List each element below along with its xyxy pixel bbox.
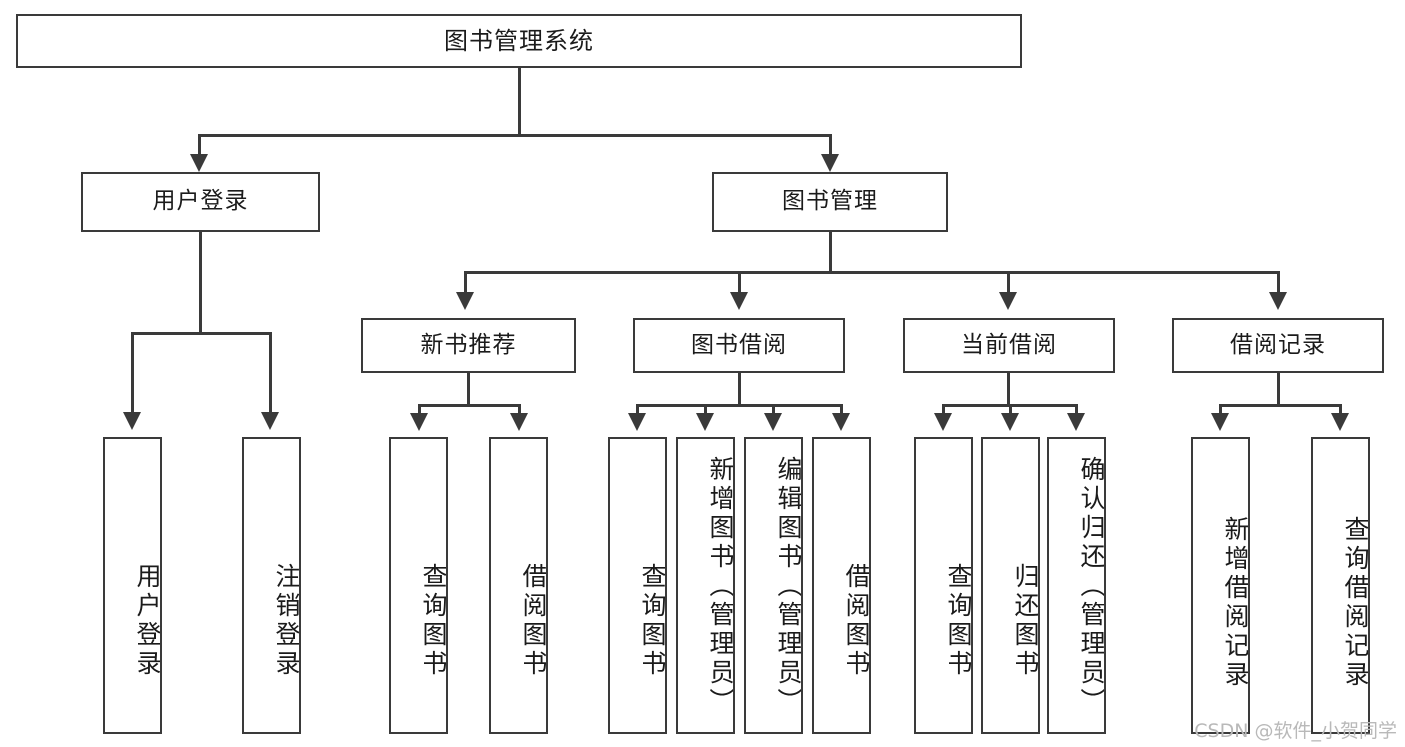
arrowhead-leaf-add-book bbox=[696, 413, 714, 431]
leaf-borrow-book-borrow[interactable]: 借阅图书 bbox=[812, 437, 871, 734]
connector-bb-drop-1 bbox=[636, 404, 639, 416]
leaf-borrow-book-recommend[interactable]: 借阅图书 bbox=[489, 437, 548, 734]
connector-root-drop-left bbox=[198, 134, 201, 158]
connector-user-login-drop-2 bbox=[269, 332, 272, 416]
arrowhead-leaf-confirm-return bbox=[1067, 413, 1085, 431]
connector-root-stem bbox=[518, 68, 521, 136]
leaf-query-book-borrow[interactable]: 查询图书 bbox=[608, 437, 667, 734]
connector-br-drop-2 bbox=[1339, 404, 1342, 416]
connector-cb-drop-2 bbox=[1009, 404, 1012, 416]
connector-nbr-drop-1 bbox=[418, 404, 421, 416]
arrowhead-leaf-logout-login bbox=[261, 412, 279, 430]
connector-br-bar bbox=[1219, 404, 1341, 407]
node-new-book-recommend[interactable]: 新书推荐 bbox=[361, 318, 576, 373]
connector-br-stem bbox=[1277, 373, 1280, 407]
arrowhead-to-book-borrow bbox=[730, 292, 748, 310]
node-borrow-record[interactable]: 借阅记录 bbox=[1172, 318, 1384, 373]
connector-bm-drop-1 bbox=[464, 271, 467, 295]
leaf-query-book-recommend[interactable]: 查询图书 bbox=[389, 437, 448, 734]
connector-bm-drop-3 bbox=[1007, 271, 1010, 295]
arrowhead-leaf-edit-book bbox=[764, 413, 782, 431]
arrowhead-to-new-book-recommend bbox=[456, 292, 474, 310]
connector-user-login-stem bbox=[199, 232, 202, 334]
connector-nbr-bar bbox=[418, 404, 520, 407]
csdn-watermark: CSDN @软件_小贺同学 bbox=[1194, 720, 1397, 742]
arrowhead-to-current-borrow bbox=[999, 292, 1017, 310]
arrowhead-leaf-query-book-3 bbox=[934, 413, 952, 431]
arrowhead-leaf-return-book bbox=[1001, 413, 1019, 431]
node-root-system[interactable]: 图书管理系统 bbox=[16, 14, 1022, 68]
arrowhead-to-book-management bbox=[821, 154, 839, 172]
leaf-query-book-current[interactable]: 查询图书 bbox=[914, 437, 973, 734]
connector-user-login-bar bbox=[131, 332, 271, 335]
arrowhead-leaf-query-borrow-record bbox=[1331, 413, 1349, 431]
connector-br-drop-1 bbox=[1219, 404, 1222, 416]
connector-root-bar bbox=[198, 134, 832, 137]
connector-cb-drop-3 bbox=[1075, 404, 1078, 416]
leaf-confirm-return[interactable]: 确认归还（管理员） bbox=[1047, 437, 1106, 734]
connector-bm-drop-4 bbox=[1277, 271, 1280, 295]
connector-bb-drop-3 bbox=[772, 404, 775, 416]
arrowhead-leaf-query-book-1 bbox=[410, 413, 428, 431]
arrowhead-leaf-add-borrow-record bbox=[1211, 413, 1229, 431]
leaf-query-borrow-record[interactable]: 查询借阅记录 bbox=[1311, 437, 1370, 734]
arrowhead-to-user-login bbox=[190, 154, 208, 172]
connector-cb-drop-1 bbox=[942, 404, 945, 416]
leaf-add-book[interactable]: 新增图书（管理员） bbox=[676, 437, 735, 734]
connector-bb-stem bbox=[738, 373, 741, 407]
arrowhead-leaf-user-login bbox=[123, 412, 141, 430]
connector-bm-drop-2 bbox=[738, 271, 741, 295]
connector-bb-drop-2 bbox=[704, 404, 707, 416]
node-current-borrow[interactable]: 当前借阅 bbox=[903, 318, 1115, 373]
node-book-management[interactable]: 图书管理 bbox=[712, 172, 948, 232]
leaf-user-login[interactable]: 用户登录 bbox=[103, 437, 162, 734]
arrowhead-to-borrow-record bbox=[1269, 292, 1287, 310]
arrowhead-leaf-borrow-book-1 bbox=[510, 413, 528, 431]
node-book-borrow[interactable]: 图书借阅 bbox=[633, 318, 845, 373]
connector-user-login-drop-1 bbox=[131, 332, 134, 416]
node-user-login[interactable]: 用户登录 bbox=[81, 172, 320, 232]
connector-bb-bar bbox=[636, 404, 843, 407]
leaf-edit-book[interactable]: 编辑图书（管理员） bbox=[744, 437, 803, 734]
arrowhead-leaf-query-book-2 bbox=[628, 413, 646, 431]
connector-cb-stem bbox=[1007, 373, 1010, 407]
leaf-add-borrow-record[interactable]: 新增借阅记录 bbox=[1191, 437, 1250, 734]
connector-root-drop-right bbox=[829, 134, 832, 158]
connector-nbr-drop-2 bbox=[518, 404, 521, 416]
connector-nbr-stem bbox=[467, 373, 470, 407]
connector-bb-drop-4 bbox=[840, 404, 843, 416]
leaf-logout-login[interactable]: 注销登录 bbox=[242, 437, 301, 734]
connector-book-management-stem bbox=[829, 232, 832, 274]
connector-book-management-bar bbox=[464, 271, 1280, 274]
arrowhead-leaf-borrow-book-2 bbox=[832, 413, 850, 431]
leaf-return-book[interactable]: 归还图书 bbox=[981, 437, 1040, 734]
